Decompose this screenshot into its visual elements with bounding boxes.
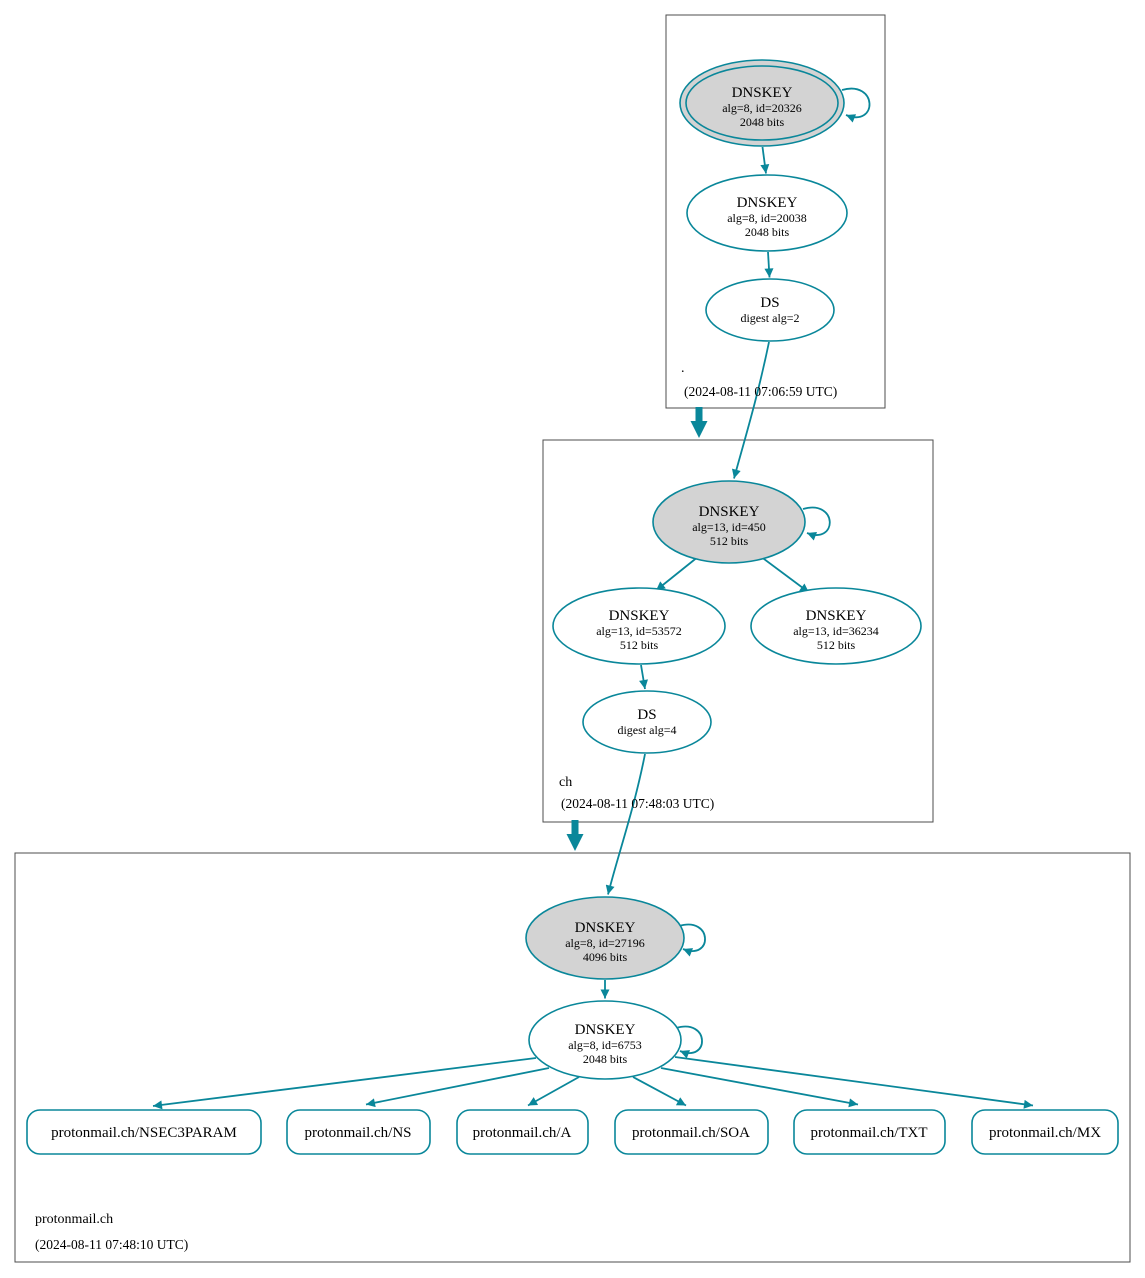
ch-zsk2-type: DNSKEY bbox=[806, 608, 867, 624]
ch-zsk1-ellipse bbox=[552, 587, 726, 665]
rrset-mx-box bbox=[971, 1109, 1119, 1155]
edge-zsk-to-mx bbox=[674, 1056, 1034, 1109]
zone-box-ch bbox=[542, 439, 934, 823]
protonmail-zsk-detail: alg=8, id=6753 bbox=[568, 1038, 642, 1052]
node-ch-zsk2: DNSKEY alg=13, id=36234 512 bits bbox=[750, 587, 922, 665]
rrset-a-box bbox=[456, 1109, 589, 1155]
edge-ch-zsk1-to-ds bbox=[639, 664, 648, 690]
rrset-txt-label: protonmail.ch/TXT bbox=[810, 1125, 927, 1141]
root-zsk-type: DNSKEY bbox=[737, 195, 798, 211]
ch-zsk2-detail: alg=13, id=36234 bbox=[793, 624, 879, 638]
edge-root-ksk-to-zsk bbox=[760, 146, 770, 174]
protonmail-zone-name: protonmail.ch bbox=[35, 1212, 113, 1227]
edge-ch-ds-to-protonmail-ksk bbox=[605, 753, 646, 895]
rrset-ns-box bbox=[286, 1109, 431, 1155]
node-root-zsk: DNSKEY alg=8, id=20038 2048 bits bbox=[686, 174, 848, 252]
rrset-ns-label: protonmail.ch/NS bbox=[304, 1125, 411, 1141]
rrset-soa: protonmail.ch/SOA bbox=[614, 1109, 769, 1155]
edge-ch-ksk-selfloop bbox=[802, 506, 831, 541]
protonmail-ksk-bits: 4096 bits bbox=[583, 950, 628, 964]
root-ds-type: DS bbox=[760, 295, 779, 311]
rrset-txt-box bbox=[793, 1109, 946, 1155]
ch-zsk2-ellipse bbox=[750, 587, 922, 665]
ch-ksk-bits: 512 bits bbox=[710, 534, 749, 548]
node-root-ds: DS digest alg=2 bbox=[705, 278, 835, 342]
root-ksk-ellipse-outer bbox=[679, 59, 845, 147]
root-ksk-detail: alg=8, id=20326 bbox=[722, 101, 802, 115]
ch-zsk1-bits: 512 bits bbox=[620, 638, 659, 652]
zone-box-root bbox=[665, 14, 886, 409]
ch-zone-name: ch bbox=[559, 775, 572, 790]
protonmail-ksk-type: DNSKEY bbox=[575, 920, 636, 936]
root-ksk-bits: 2048 bits bbox=[740, 115, 785, 129]
protonmail-zone-timestamp: (2024-08-11 07:48:10 UTC) bbox=[35, 1237, 188, 1252]
root-zsk-detail: alg=8, id=20038 bbox=[727, 211, 807, 225]
ch-zsk1-type: DNSKEY bbox=[609, 608, 670, 624]
edge-zsk-to-txt bbox=[660, 1067, 859, 1108]
ch-ksk-detail: alg=13, id=450 bbox=[692, 520, 766, 534]
edge-zsk-to-ns bbox=[365, 1067, 550, 1108]
protonmail-zsk-type: DNSKEY bbox=[575, 1022, 636, 1038]
rrset-a: protonmail.ch/A bbox=[456, 1109, 589, 1155]
edge-zsk-to-a bbox=[527, 1076, 580, 1107]
edge-ch-ksk-to-zsk2 bbox=[759, 555, 810, 594]
rrset-nsec3param-label: protonmail.ch/NSEC3PARAM bbox=[51, 1125, 237, 1141]
ch-zsk1-detail: alg=13, id=53572 bbox=[596, 624, 682, 638]
protonmail-ksk-detail: alg=8, id=27196 bbox=[565, 936, 645, 950]
node-ch-ds: DS digest alg=4 bbox=[582, 690, 712, 754]
ch-ds-ellipse bbox=[582, 690, 712, 754]
node-protonmail-ksk: DNSKEY alg=8, id=27196 4096 bits bbox=[525, 896, 685, 980]
ch-ds-type: DS bbox=[637, 707, 656, 723]
rrset-soa-box bbox=[614, 1109, 769, 1155]
edge-zsk-to-nsec3param bbox=[152, 1057, 537, 1110]
rrset-a-label: protonmail.ch/A bbox=[473, 1125, 572, 1141]
root-ds-ellipse bbox=[705, 278, 835, 342]
root-zone-name: . bbox=[681, 361, 685, 376]
protonmail-zsk-bits: 2048 bits bbox=[583, 1052, 628, 1066]
zone-box-protonmail bbox=[14, 852, 1131, 1263]
node-root-ksk: DNSKEY alg=8, id=20326 2048 bits bbox=[679, 59, 845, 147]
root-zone-timestamp: (2024-08-11 07:06:59 UTC) bbox=[684, 384, 837, 399]
edge-protonmail-zsk-selfloop bbox=[675, 1025, 703, 1059]
rrset-mx-label: protonmail.ch/MX bbox=[989, 1125, 1101, 1141]
node-ch-zsk1: DNSKEY alg=13, id=53572 512 bits bbox=[552, 587, 726, 665]
rrset-soa-label: protonmail.ch/SOA bbox=[632, 1125, 750, 1141]
rrset-txt: protonmail.ch/TXT bbox=[793, 1109, 946, 1155]
rrset-nsec3param: protonmail.ch/NSEC3PARAM bbox=[26, 1109, 262, 1155]
root-ksk-ellipse-inner bbox=[685, 65, 839, 141]
root-ds-detail: digest alg=2 bbox=[740, 311, 799, 325]
root-zsk-bits: 2048 bits bbox=[745, 225, 790, 239]
edge-ch-ksk-to-zsk1 bbox=[655, 555, 700, 592]
rrset-nsec3param-box bbox=[26, 1109, 262, 1155]
root-zsk-ellipse bbox=[686, 174, 848, 252]
ch-ksk-type: DNSKEY bbox=[699, 504, 760, 520]
ch-ksk-ellipse bbox=[652, 480, 806, 564]
rrset-ns: protonmail.ch/NS bbox=[286, 1109, 431, 1155]
ch-ds-detail: digest alg=4 bbox=[617, 723, 676, 737]
edge-zsk-to-soa bbox=[632, 1076, 687, 1107]
protonmail-ksk-ellipse bbox=[525, 896, 685, 980]
edge-root-zsk-to-ds bbox=[764, 251, 774, 278]
node-protonmail-zsk: DNSKEY alg=8, id=6753 2048 bits bbox=[528, 1000, 682, 1080]
edge-root-ds-to-ch-ksk bbox=[731, 341, 770, 479]
edge-root-ksk-selfloop bbox=[841, 87, 871, 123]
node-ch-ksk: DNSKEY alg=13, id=450 512 bits bbox=[652, 480, 806, 564]
root-ksk-type: DNSKEY bbox=[732, 85, 793, 101]
ch-zone-timestamp: (2024-08-11 07:48:03 UTC) bbox=[561, 796, 714, 811]
rrset-mx: protonmail.ch/MX bbox=[971, 1109, 1119, 1155]
protonmail-zsk-ellipse bbox=[528, 1000, 682, 1080]
edge-protonmail-ksk-selfloop bbox=[678, 923, 706, 957]
ch-zsk2-bits: 512 bits bbox=[817, 638, 856, 652]
